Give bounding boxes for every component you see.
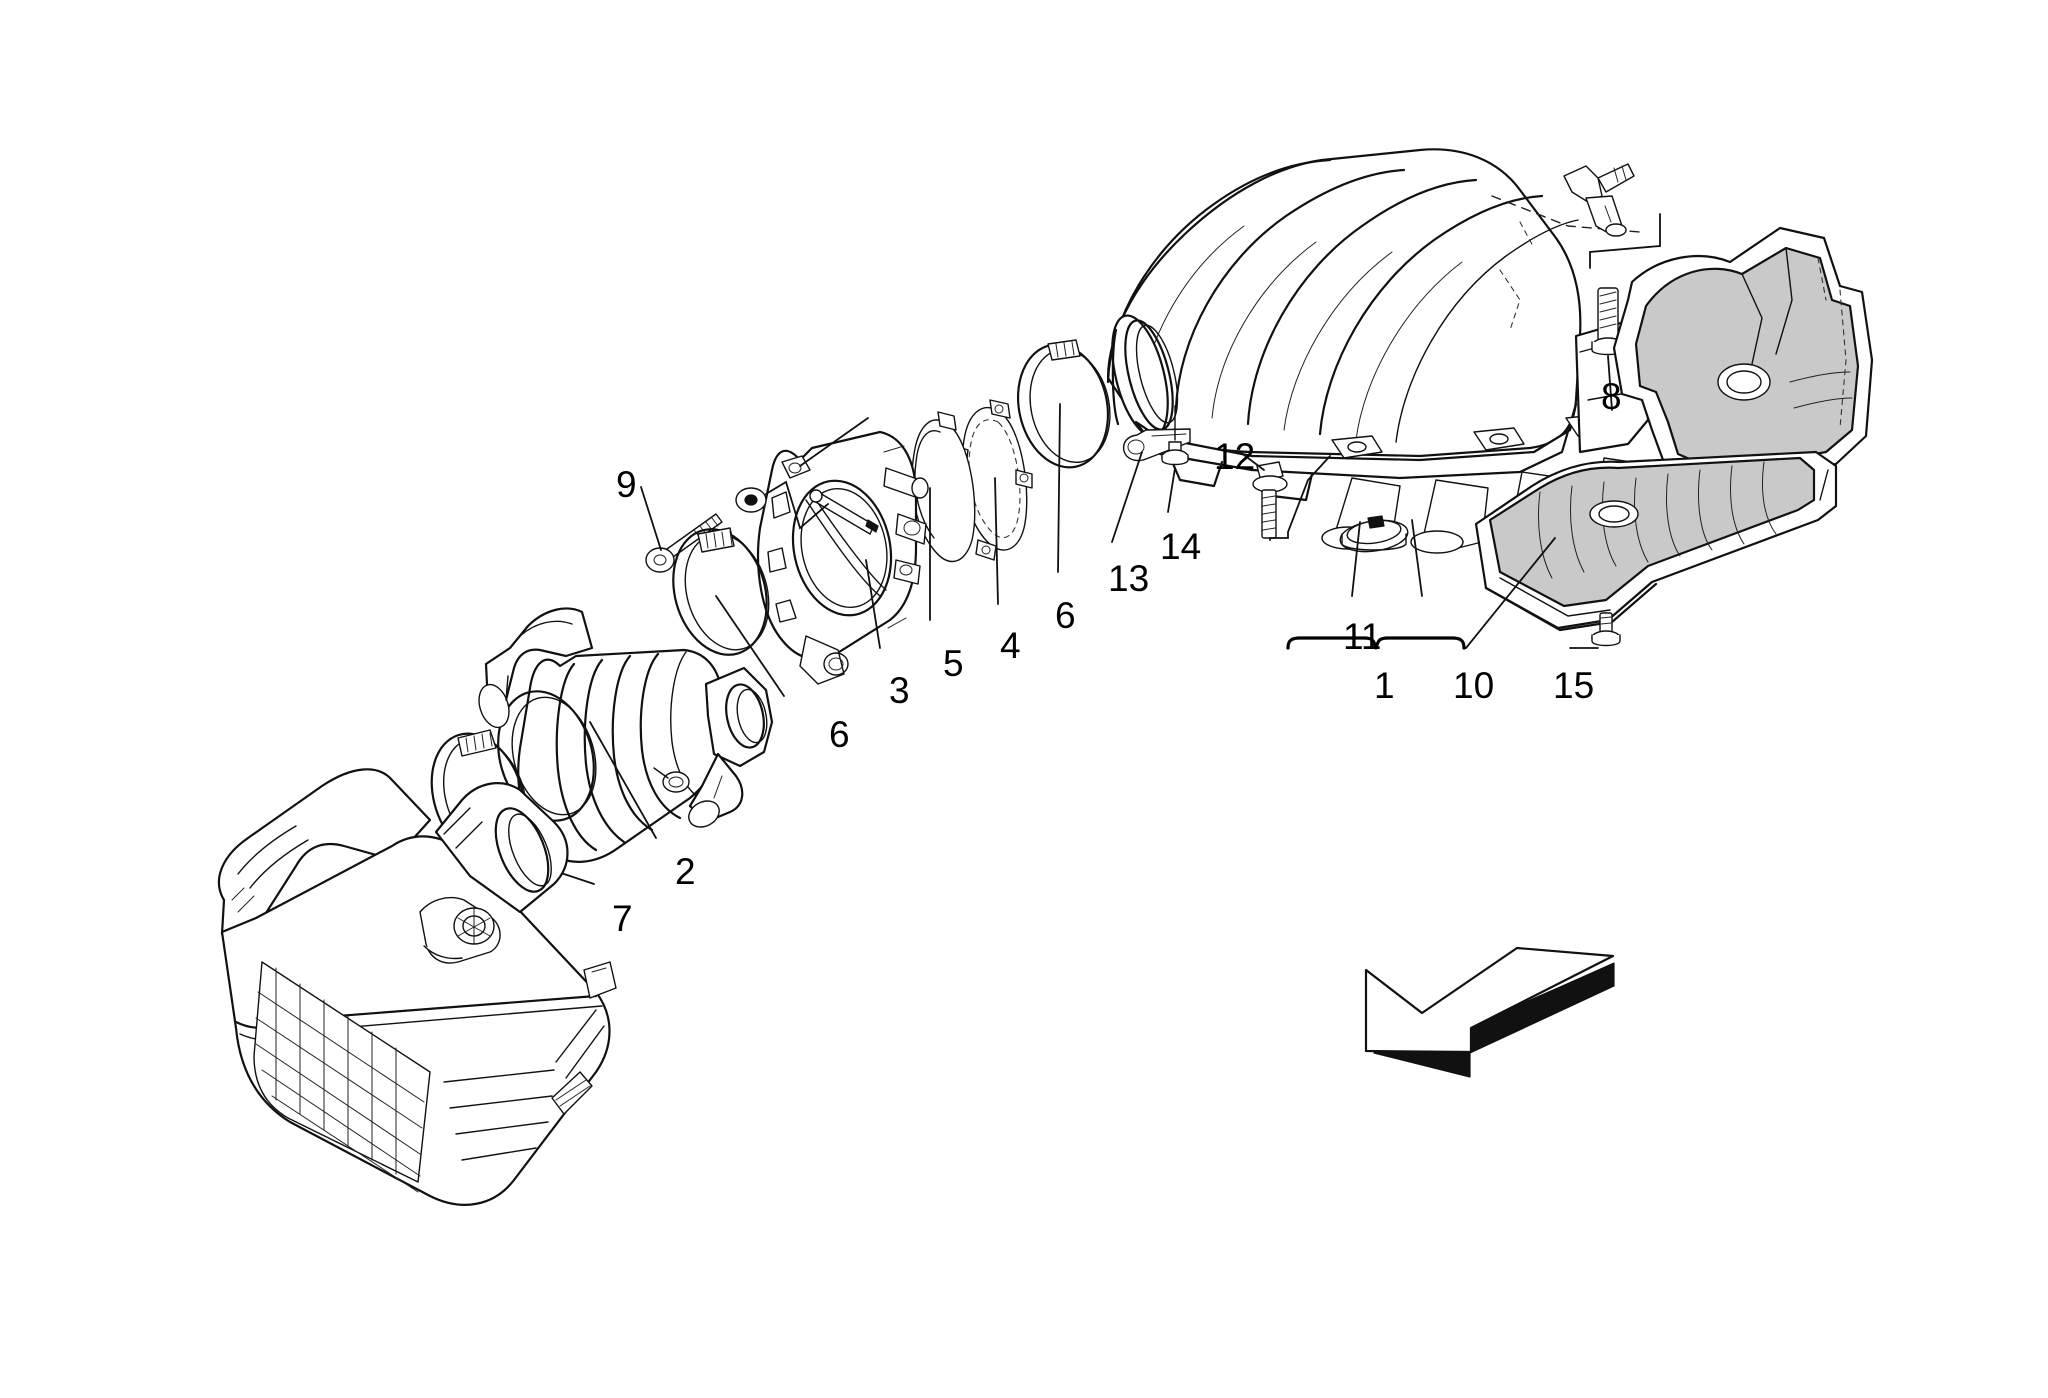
callout-5: 5	[943, 643, 964, 684]
callout-7: 7	[612, 898, 633, 939]
grouping-brace-for-item-1	[1286, 636, 1466, 650]
callout-9: 9	[616, 464, 637, 505]
leader-3	[865, 559, 881, 649]
callout-13: 13	[1108, 558, 1150, 599]
direction-arrow	[1364, 946, 1615, 1078]
part-heat-shield-screw	[1591, 612, 1621, 647]
leader-11	[1351, 521, 1361, 597]
callout-4: 4	[1000, 625, 1021, 666]
part-hose-clamp-lower	[672, 527, 770, 656]
part-retaining-bracket	[1122, 428, 1191, 462]
leader-10	[1465, 537, 1556, 649]
callout-15: 15	[1553, 665, 1595, 706]
callout-11: 11	[1343, 616, 1382, 657]
callout-12: 12	[1214, 436, 1256, 477]
callout-3: 3	[889, 670, 910, 711]
leader-14	[1167, 467, 1176, 513]
leader-9	[640, 486, 662, 551]
leader-13	[1111, 451, 1143, 543]
part-hose-clamp-upper	[1016, 339, 1111, 469]
part-flanged-bolt	[1252, 461, 1288, 539]
part-adapter-flange	[911, 411, 976, 563]
callout-2: 2	[675, 851, 696, 892]
part-intake-manifold	[1106, 148, 1659, 554]
airbox-mount-bracket	[419, 896, 501, 964]
manifold-sensor-port	[1563, 163, 1635, 237]
part-throttle-body	[757, 430, 929, 685]
leader-8	[1607, 355, 1613, 411]
callout-14: 14	[1160, 526, 1202, 567]
leader-12	[1239, 451, 1265, 471]
leader-9b	[765, 480, 829, 530]
callout-10: 10	[1453, 665, 1495, 706]
leader-1	[1411, 519, 1423, 597]
leader-4	[994, 477, 999, 605]
airbox-grille	[253, 961, 431, 1193]
part-intake-air-duct	[478, 607, 774, 863]
leader-3-top	[799, 417, 869, 467]
part-fixing-screw	[1161, 405, 1189, 466]
part-heat-shield-lower	[1474, 450, 1838, 632]
callout-6-lower: 6	[829, 714, 850, 755]
leader-2	[589, 721, 657, 839]
part-socket-head-bolt	[645, 513, 723, 573]
leader-6	[715, 595, 785, 697]
leader-12b	[1269, 455, 1331, 541]
callout-6-upper: 6	[1055, 595, 1076, 636]
callout-1: 1	[1374, 665, 1395, 706]
leader-8-dual	[1589, 213, 1661, 269]
part-heat-shield-upper	[1612, 226, 1874, 484]
part-bolt-washer	[735, 487, 767, 513]
leader-6b	[1057, 403, 1061, 573]
callout-8: 8	[1601, 376, 1622, 417]
part-air-box	[218, 768, 617, 1206]
